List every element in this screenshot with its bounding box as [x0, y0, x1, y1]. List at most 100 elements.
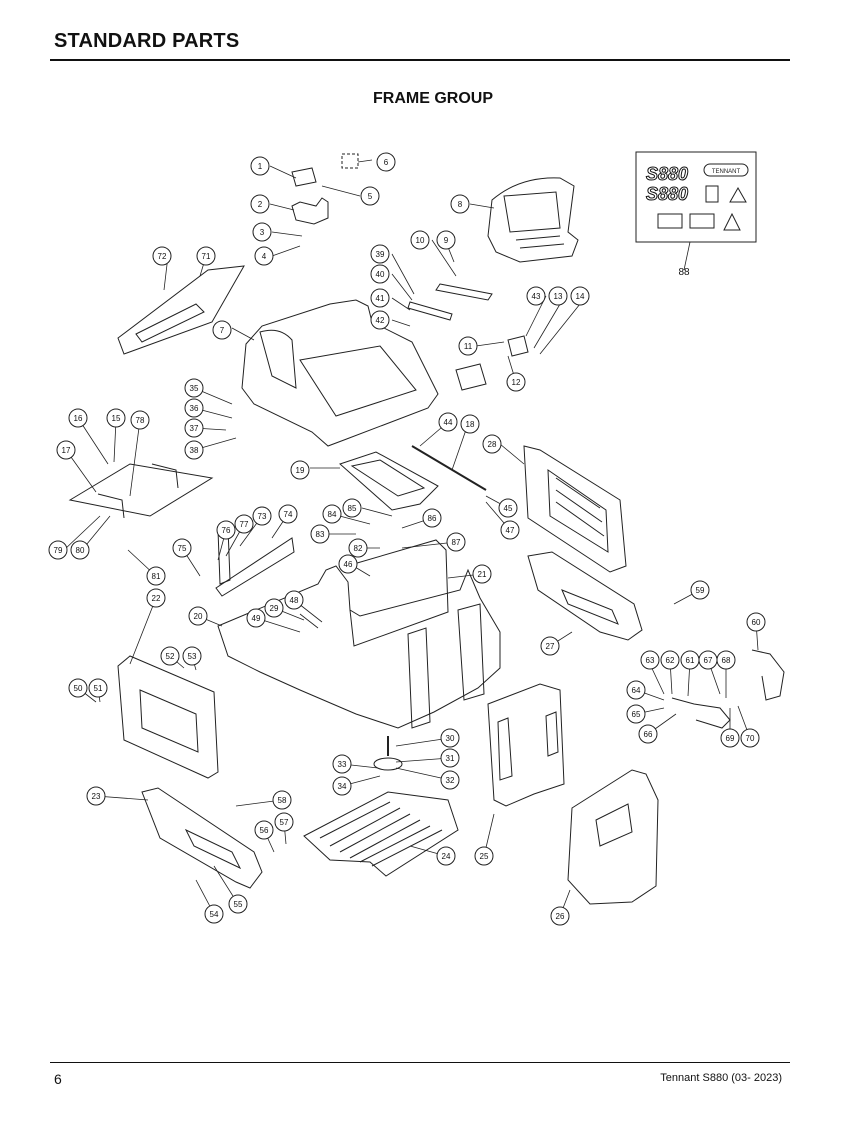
callout-67: 67 [698, 650, 718, 670]
header-rule [50, 59, 790, 61]
callout-8: 8 [450, 194, 470, 214]
callout-21: 21 [472, 564, 492, 584]
callout-number: 10 [416, 236, 425, 245]
callout-30: 30 [440, 728, 460, 748]
callout-9: 9 [436, 230, 456, 250]
callout-circle [188, 606, 208, 626]
callout-circle [250, 156, 270, 176]
callout-87: 87 [446, 532, 466, 552]
callout-number: 69 [726, 734, 735, 743]
callout-circle [106, 408, 126, 428]
callout-28: 28 [482, 434, 502, 454]
callout-circle [184, 398, 204, 418]
callout-circle [506, 372, 526, 392]
callout-number: 28 [488, 440, 497, 449]
callout-45: 45 [498, 498, 518, 518]
callout-circle [152, 246, 172, 266]
callout-circle [472, 564, 492, 584]
callout-number: 13 [554, 292, 563, 301]
callout-68: 68 [716, 650, 736, 670]
callout-number: 81 [152, 572, 161, 581]
callout-circle [548, 286, 568, 306]
callout-number: 52 [166, 652, 175, 661]
callout-number: 61 [686, 656, 695, 665]
callout-number: 75 [178, 544, 187, 553]
callout-number: 62 [666, 656, 675, 665]
part-drawings [68, 151, 785, 905]
callout-circle [498, 498, 518, 518]
callout-50: 50 [68, 678, 88, 698]
callout-number: 70 [746, 734, 755, 743]
callout-number: 32 [446, 776, 455, 785]
callout-number: 25 [480, 852, 489, 861]
callout-circle [440, 728, 460, 748]
callout-44: 44 [438, 412, 458, 432]
callout-7: 7 [212, 320, 232, 340]
callout-circle [436, 230, 456, 250]
callout-circle [70, 540, 90, 560]
callout-circle [146, 566, 166, 586]
callout-number: 19 [296, 466, 305, 475]
callout-circle [690, 580, 710, 600]
callout-26: 26 [550, 906, 570, 926]
callout-circle [146, 588, 166, 608]
callout-73: 73 [252, 506, 272, 526]
callout-number: 12 [512, 378, 521, 387]
callout-number: 36 [190, 404, 199, 413]
callout-circle [196, 246, 216, 266]
callout-circle [254, 820, 274, 840]
callout-circle [370, 264, 390, 284]
document-label: Tennant S880 (03- 2023) [660, 1072, 782, 1084]
callout-61: 61 [680, 650, 700, 670]
callout-circle [626, 704, 646, 724]
callout-51: 51 [88, 678, 108, 698]
callout-circle [376, 152, 396, 172]
callout-circle [640, 650, 660, 670]
callout-80: 80 [70, 540, 90, 560]
callout-4: 4 [254, 246, 274, 266]
callout-circle [746, 612, 766, 632]
page-number: 6 [54, 1071, 62, 1087]
callout-number: 71 [202, 252, 211, 261]
callout-number: 51 [94, 684, 103, 693]
callout-circle [332, 754, 352, 774]
callout-number: 21 [478, 570, 487, 579]
callout-number: 4 [262, 252, 267, 261]
callout-number: 60 [752, 618, 761, 627]
callout-number: 5 [368, 192, 373, 201]
callout-12: 12 [506, 372, 526, 392]
callout-39: 39 [370, 244, 390, 264]
callout-number: 41 [376, 294, 385, 303]
callout-circle [322, 504, 342, 524]
callout-number: 38 [190, 446, 199, 455]
callout-number: 34 [338, 782, 347, 791]
callout-leader-lines [63, 159, 759, 917]
callout-6: 6 [376, 152, 396, 172]
callout-circle [332, 776, 352, 796]
callout-number: 23 [92, 792, 101, 801]
callout-circle [370, 310, 390, 330]
callout-55: 55 [228, 894, 248, 914]
callout-27: 27 [540, 636, 560, 656]
callout-number: 59 [696, 586, 705, 595]
callout-circle [550, 906, 570, 926]
callout-34: 34 [332, 776, 352, 796]
callout-circle [500, 520, 520, 540]
callout-number: 35 [190, 384, 199, 393]
callout-circle [436, 846, 456, 866]
callout-circle [278, 504, 298, 524]
callout-5: 5 [360, 186, 380, 206]
callout-number: 1 [258, 162, 263, 171]
callout-circle [172, 538, 192, 558]
callout-circle [342, 498, 362, 518]
callout-number: 87 [452, 538, 461, 547]
callout-circle [570, 286, 590, 306]
callout-16: 16 [68, 408, 88, 428]
callout-number: 58 [278, 796, 287, 805]
callout-41: 41 [370, 288, 390, 308]
decal-badge: TENNANT [712, 169, 741, 175]
callout-circle [482, 434, 502, 454]
callout-66: 66 [638, 724, 658, 744]
callout-49: 49 [246, 608, 266, 628]
callout-number: 6 [384, 158, 389, 167]
